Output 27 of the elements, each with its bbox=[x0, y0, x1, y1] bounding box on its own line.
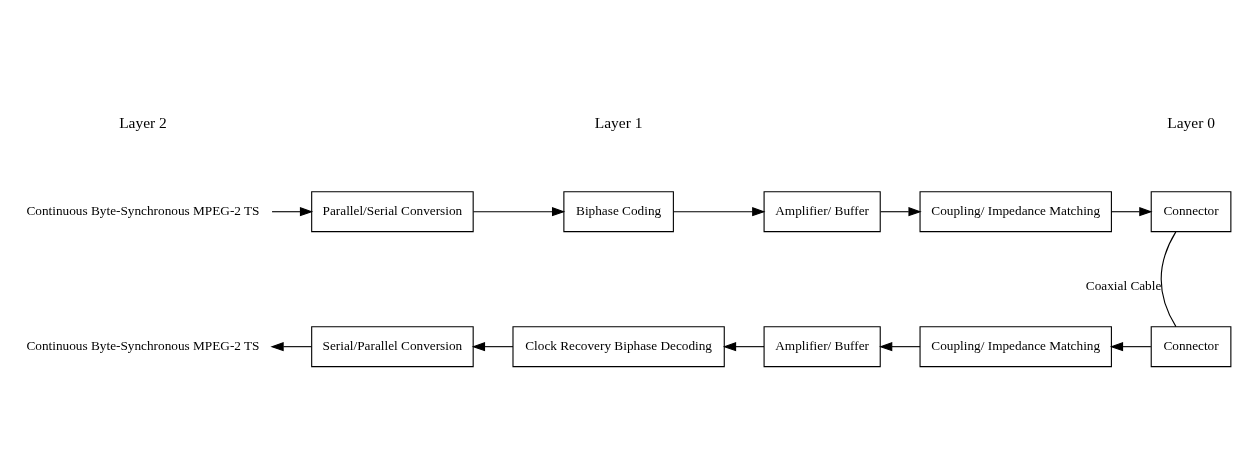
arrow bbox=[270, 342, 313, 352]
node-box: Connector bbox=[1150, 326, 1232, 368]
edge-label: Coaxial Cable bbox=[1085, 277, 1162, 293]
node-box: Clock Recovery Biphase Decoding bbox=[512, 326, 725, 368]
arrow bbox=[271, 207, 314, 217]
node-box: Parallel/Serial Conversion bbox=[311, 191, 474, 233]
arrow bbox=[1109, 342, 1152, 352]
arrow bbox=[472, 207, 566, 217]
arrow bbox=[471, 342, 514, 352]
node-text: Continuous Byte-Synchronous MPEG-2 TS bbox=[26, 203, 260, 219]
node-box: Amplifier/ Buffer bbox=[763, 191, 881, 233]
arrow bbox=[722, 342, 765, 352]
label: Layer 2 bbox=[119, 114, 167, 132]
arrow bbox=[879, 342, 921, 352]
node-box: Connector bbox=[1150, 191, 1232, 233]
node-box: Amplifier/ Buffer bbox=[763, 326, 881, 368]
node-text: Continuous Byte-Synchronous MPEG-2 TS bbox=[26, 338, 260, 354]
node-box: Biphase Coding bbox=[563, 191, 674, 233]
node-box: Coupling/ Impedance Matching bbox=[919, 326, 1112, 368]
node-box: Coupling/ Impedance Matching bbox=[919, 191, 1112, 233]
arrow bbox=[673, 207, 766, 217]
arrow bbox=[880, 207, 922, 217]
connector bbox=[1160, 231, 1177, 328]
label: Layer 1 bbox=[594, 114, 643, 132]
label: Layer 0 bbox=[1167, 114, 1215, 132]
arrow bbox=[1110, 207, 1153, 217]
node-box: Serial/Parallel Conversion bbox=[311, 326, 474, 368]
